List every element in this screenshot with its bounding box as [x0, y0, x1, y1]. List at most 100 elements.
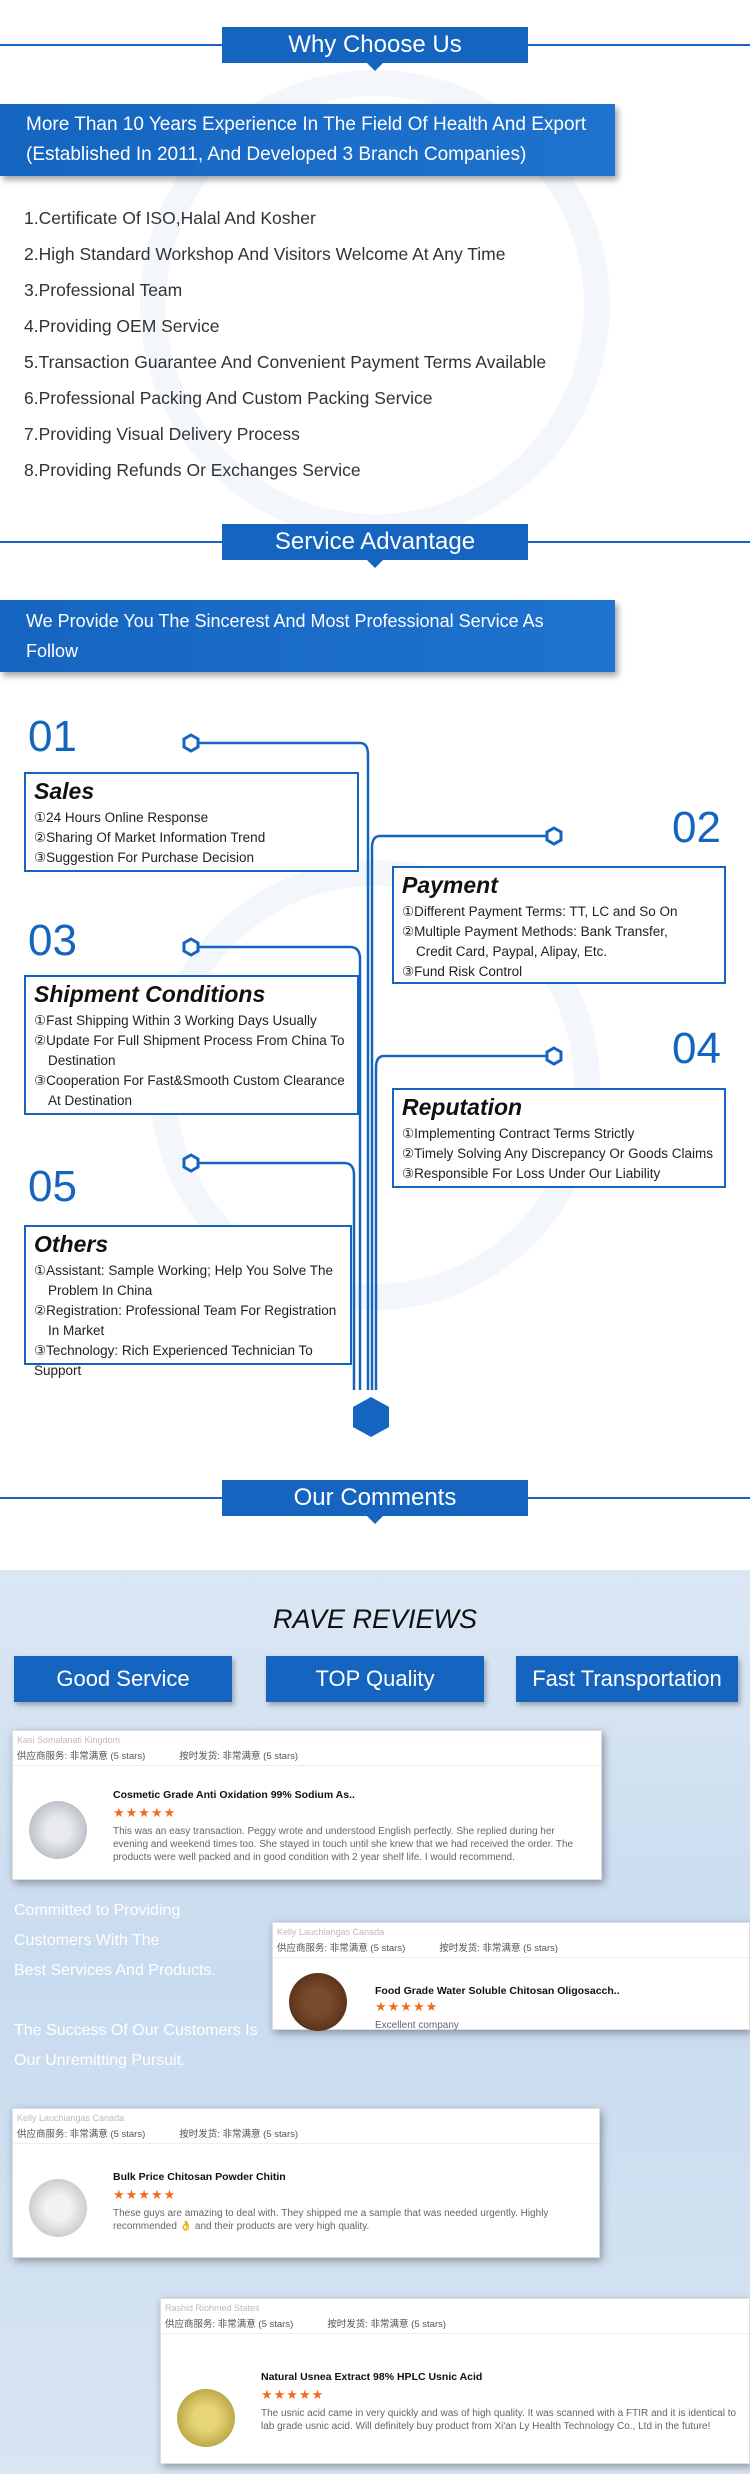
card-line: ③Technology: Rich Experienced Technician…	[34, 1343, 313, 1378]
section-title-why: Why Choose Us	[222, 27, 528, 71]
supplier-rating: 供应商服务: 非常满意 (5 stars)	[277, 1943, 406, 1954]
step-number: 05	[28, 1162, 77, 1211]
star-rating: ★★★★★	[375, 1999, 439, 2014]
why-list: 1.Certificate Of ISO,Halal And Kosher 2.…	[24, 200, 546, 488]
reviewer-name: Kelly Lauchiangas Canada	[17, 2113, 125, 2123]
delivery-rating: 按时发货: 非常满意 (5 stars)	[439, 1943, 559, 1954]
promo-line: Customers With The	[14, 1932, 160, 1949]
delivery-rating: 按时发货: 非常满意 (5 stars)	[327, 2319, 447, 2330]
review-card: Kelly Lauchiangas Canada 供应商服务: 非常满意 (5 …	[12, 2108, 600, 2258]
card-line: ①Assistant: Sample Working; Help You Sol…	[34, 1263, 334, 1278]
badge-fast-transportation: Fast Transportation	[516, 1656, 738, 1702]
section-title-comments: Our Comments	[222, 1480, 528, 1524]
card-title: Payment	[402, 872, 498, 898]
service-banner-line2: Follow	[26, 641, 79, 661]
supplier-rating: 供应商服务: 非常满意 (5 stars)	[165, 2319, 294, 2330]
star-rating: ★★★★★	[261, 2387, 325, 2402]
list-item: 6.Professional Packing And Custom Packin…	[24, 388, 433, 408]
timeline-card-sales: Sales ①24 Hours Online Response ②Sharing…	[24, 772, 359, 872]
supplier-rating: 供应商服务: 非常满意 (5 stars)	[17, 1751, 146, 1762]
experience-banner-line2: (Established In 2011, And Developed 3 Br…	[26, 144, 527, 165]
badge-good-service: Good Service	[14, 1656, 232, 1702]
card-title: Shipment Conditions	[34, 981, 266, 1007]
card-line: ①24 Hours Online Response	[34, 810, 209, 825]
review-text: The usnic acid came in very quickly and …	[261, 2408, 737, 2432]
list-item: 3.Professional Team	[24, 280, 183, 300]
card-line: ②Timely Solving Any Discrepancy Or Goods…	[402, 1146, 713, 1161]
product-title[interactable]: Bulk Price Chitosan Powder Chitin	[113, 2171, 286, 2183]
card-line: ①Implementing Contract Terms Strictly	[402, 1126, 635, 1141]
timeline-connectors	[182, 733, 563, 1437]
rating-summary: 供应商服务: 非常满意 (5 stars) 按时发货: 非常满意 (5 stars…	[161, 2313, 749, 2334]
product-thumbnail	[289, 1973, 347, 2031]
rave-reviews-heading: RAVE REVIEWS	[272, 1604, 478, 1634]
section-title-service: Service Advantage	[222, 524, 528, 568]
timeline-card-others: Others ①Assistant: Sample Working; Help …	[24, 1225, 352, 1378]
card-line: ③Responsible For Loss Under Our Liabilit…	[402, 1166, 661, 1181]
reviewer-name: Kelly Lauchiangas Canada	[277, 1927, 385, 1937]
rating-summary: 供应商服务: 非常满意 (5 stars) 按时发货: 非常满意 (5 stars…	[273, 1937, 749, 1958]
star-rating: ★★★★★	[113, 1805, 177, 1820]
promo-line: The Success Of Our Customers Is	[14, 2022, 258, 2039]
service-banner-line1: We Provide You The Sincerest And Most Pr…	[26, 611, 544, 631]
review-card: Kasi Somalanati Kingdom 供应商服务: 非常满意 (5 s…	[12, 1730, 602, 1880]
delivery-rating: 按时发货: 非常满意 (5 stars)	[179, 2129, 299, 2140]
list-item: 1.Certificate Of ISO,Halal And Kosher	[24, 208, 316, 228]
card-line: ②Registration: Professional Team For Reg…	[34, 1303, 337, 1318]
card-line: ③Fund Risk Control	[402, 964, 523, 979]
step-number: 02	[672, 803, 721, 852]
card-line: ②Sharing Of Market Information Trend	[34, 830, 266, 845]
card-line: ②Multiple Payment Methods: Bank Transfer…	[402, 924, 668, 939]
card-title: Sales	[34, 778, 95, 804]
promo-line	[14, 1986, 258, 2016]
promo-line: Best Services And Products.	[14, 1962, 216, 1979]
card-line: ①Different Payment Terms: TT, LC and So …	[402, 904, 678, 919]
supplier-rating: 供应商服务: 非常满意 (5 stars)	[17, 2129, 146, 2140]
list-item: 4.Providing OEM Service	[24, 316, 220, 336]
product-title[interactable]: Food Grade Water Soluble Chitosan Oligos…	[375, 1985, 620, 1997]
experience-banner-line1: More Than 10 Years Experience In The Fie…	[26, 114, 587, 135]
step-number: 01	[28, 712, 77, 761]
card-line: ②Update For Full Shipment Process From C…	[34, 1033, 345, 1048]
card-line: In Market	[48, 1323, 105, 1338]
card-line: ①Fast Shipping Within 3 Working Days Usu…	[34, 1013, 317, 1028]
list-item: 5.Transaction Guarantee And Convenient P…	[24, 352, 547, 372]
review-card: Kelly Lauchiangas Canada 供应商服务: 非常满意 (5 …	[272, 1922, 750, 2031]
review-text: These guys are amazing to deal with. The…	[113, 2208, 549, 2232]
promo-line: Committed to Providing	[14, 1902, 181, 1919]
list-item: 7.Providing Visual Delivery Process	[24, 424, 300, 444]
card-line: At Destination	[48, 1093, 133, 1108]
card-title: Others	[34, 1231, 109, 1257]
reviewer-name: Rashid Riohmed States	[165, 2303, 260, 2313]
timeline-card-reputation: Reputation ①Implementing Contract Terms …	[392, 1088, 726, 1188]
promo-text: Committed to Providing Customers With Th…	[14, 1896, 258, 2076]
card-title: Reputation	[402, 1094, 523, 1120]
card-line: ③Cooperation For Fast&Smooth Custom Clea…	[34, 1073, 345, 1088]
list-item: 2.High Standard Workshop And Visitors We…	[24, 244, 506, 264]
card-line: Problem In China	[48, 1283, 153, 1298]
rating-summary: 供应商服务: 非常满意 (5 stars) 按时发货: 非常满意 (5 stars…	[13, 2123, 599, 2144]
review-text: This was an easy transaction. Peggy wrot…	[113, 1826, 574, 1863]
review-card: Rashid Riohmed States 供应商服务: 非常满意 (5 sta…	[160, 2298, 750, 2464]
product-thumbnail	[29, 2179, 87, 2237]
experience-banner: More Than 10 Years Experience In The Fie…	[0, 104, 615, 176]
product-thumbnail	[177, 2389, 235, 2447]
promo-line: Our Unremitting Pursuit.	[14, 2052, 186, 2069]
step-number: 04	[672, 1024, 721, 1073]
timeline-card-payment: Payment ①Different Payment Terms: TT, LC…	[392, 866, 726, 984]
card-line: ③Suggestion For Purchase Decision	[34, 850, 254, 865]
service-banner: We Provide You The Sincerest And Most Pr…	[0, 600, 615, 672]
list-item: 8.Providing Refunds Or Exchanges Service	[24, 460, 361, 480]
reviewer-name: Kasi Somalanati Kingdom	[17, 1735, 121, 1745]
card-line: Credit Card, Paypal, Alipay, Etc.	[416, 944, 608, 959]
product-title[interactable]: Cosmetic Grade Anti Oxidation 99% Sodium…	[113, 1789, 355, 1801]
rating-summary: 供应商服务: 非常满意 (5 stars)按时发货: 非常满意 (5 stars…	[13, 1745, 601, 1766]
step-number: 03	[28, 916, 77, 965]
card-line: Destination	[48, 1053, 116, 1068]
badge-top-quality: TOP Quality	[266, 1656, 484, 1702]
product-title[interactable]: Natural Usnea Extract 98% HPLC Usnic Aci…	[261, 2371, 483, 2383]
star-rating: ★★★★★	[113, 2187, 177, 2202]
timeline-card-shipment: Shipment Conditions ①Fast Shipping Withi…	[24, 975, 359, 1115]
product-thumbnail	[29, 1801, 87, 1859]
review-text: Excellent company	[375, 2020, 459, 2031]
